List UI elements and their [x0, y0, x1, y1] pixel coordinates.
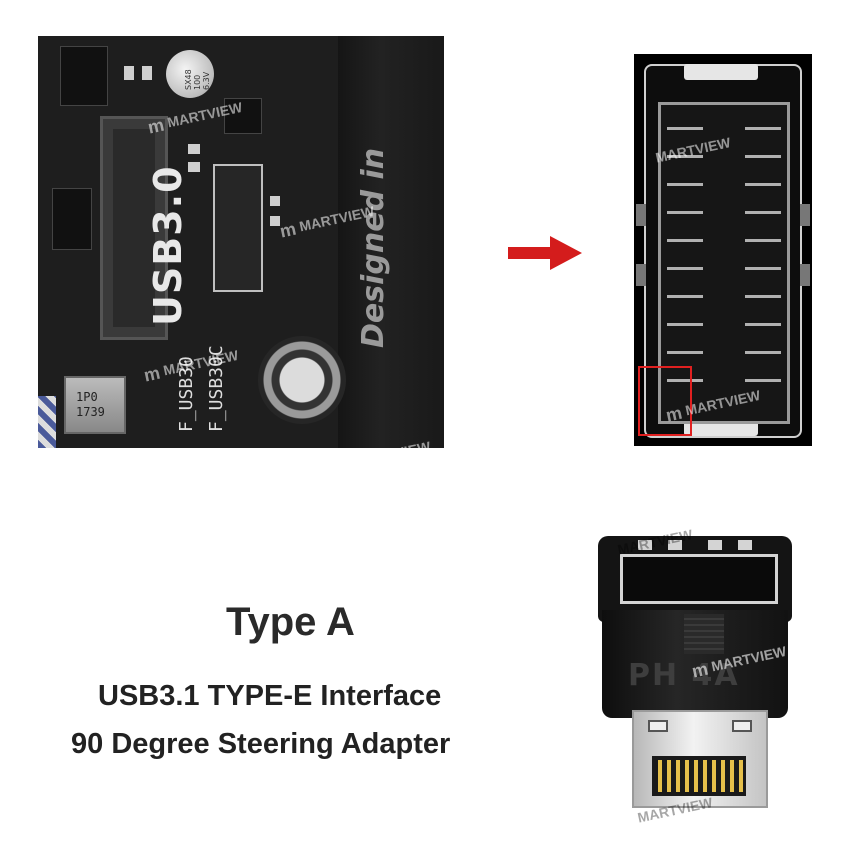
- connector-tab: [708, 540, 722, 550]
- plug-pins: [652, 756, 746, 796]
- clip-bar: [684, 64, 758, 80]
- smd-pad: [124, 66, 134, 80]
- chip: [52, 188, 92, 250]
- capacitor-label: SX48 100 6.3V: [184, 69, 211, 90]
- mounting-screw: [258, 336, 346, 424]
- connector-slot: [620, 554, 778, 604]
- header-pin: [667, 239, 703, 242]
- gold-contact: [739, 760, 743, 792]
- motherboard-photo: Designed in SX48 100 6.3V USB3.0 F_USB30…: [38, 36, 444, 448]
- pin-housing: [658, 102, 790, 424]
- header-pin: [667, 183, 703, 186]
- board-edge: [338, 36, 444, 448]
- header-pin: [745, 295, 781, 298]
- header-pin: [667, 267, 703, 270]
- side-tab: [636, 264, 646, 286]
- connector-tab: [638, 540, 652, 550]
- gold-contact: [721, 760, 725, 792]
- inductor-label: 1P0 1739: [76, 390, 105, 419]
- smd-pad: [188, 162, 200, 172]
- header-pin: [667, 351, 703, 354]
- side-tab: [800, 264, 810, 286]
- usb30-label: USB3.0: [146, 165, 190, 326]
- adapter-body: PH 4A: [602, 610, 788, 718]
- header-pin: [745, 323, 781, 326]
- connector-tab: [668, 540, 682, 550]
- type-e-header: [213, 164, 263, 292]
- chip: [224, 98, 262, 134]
- capacitor: SX48 100 6.3V: [166, 50, 214, 98]
- header-pin: [745, 379, 781, 382]
- type-e-closeup-photo: MARTVIEW mMARTVIEW: [634, 54, 812, 446]
- side-tab: [800, 204, 810, 226]
- gold-contact: [703, 760, 707, 792]
- chip: [60, 46, 108, 106]
- right-arrow-icon: [508, 236, 582, 270]
- connector-tab: [738, 540, 752, 550]
- smd-pad: [188, 144, 200, 154]
- grip-ribs: [684, 614, 724, 654]
- plug-notch: [732, 720, 752, 732]
- gold-contact: [676, 760, 680, 792]
- clip-bar: [684, 420, 758, 436]
- header-pin: [745, 211, 781, 214]
- molded-text: PH 4A: [628, 658, 740, 693]
- header-pin: [667, 155, 703, 158]
- male-plug: [632, 710, 768, 808]
- header-pin: [667, 127, 703, 130]
- female-connector: [598, 536, 792, 622]
- side-tab: [636, 204, 646, 226]
- adapter-product-photo: PH 4A MARTVIEW mMARTVIEW MARTVIEW: [590, 526, 810, 826]
- gold-contact: [667, 760, 671, 792]
- gold-contact: [694, 760, 698, 792]
- gold-contact: [685, 760, 689, 792]
- smd-pad: [270, 216, 280, 226]
- description-line-1: USB3.1 TYPE-E Interface: [98, 680, 442, 712]
- gold-contact: [730, 760, 734, 792]
- header-pin: [745, 127, 781, 130]
- header-pin: [745, 239, 781, 242]
- header-pin: [745, 183, 781, 186]
- header-pin: [745, 351, 781, 354]
- smd-pad: [270, 196, 280, 206]
- header-pin: [745, 267, 781, 270]
- header-pin: [745, 155, 781, 158]
- cable-stripe: [38, 396, 56, 448]
- header-pin: [667, 211, 703, 214]
- header-pin: [667, 379, 703, 382]
- key-highlight-box: [638, 366, 692, 436]
- inductor: 1P0 1739: [64, 376, 126, 434]
- plug-notch: [648, 720, 668, 732]
- gold-contact: [658, 760, 662, 792]
- usb30-header: [100, 116, 168, 340]
- smd-pad: [142, 66, 152, 80]
- header-pin: [667, 295, 703, 298]
- designed-in-text: Designed in: [356, 147, 391, 348]
- description-line-2: 90 Degree Steering Adapter: [71, 728, 451, 760]
- type-label: Type A: [226, 600, 355, 644]
- header-pin: [667, 323, 703, 326]
- gold-contact: [712, 760, 716, 792]
